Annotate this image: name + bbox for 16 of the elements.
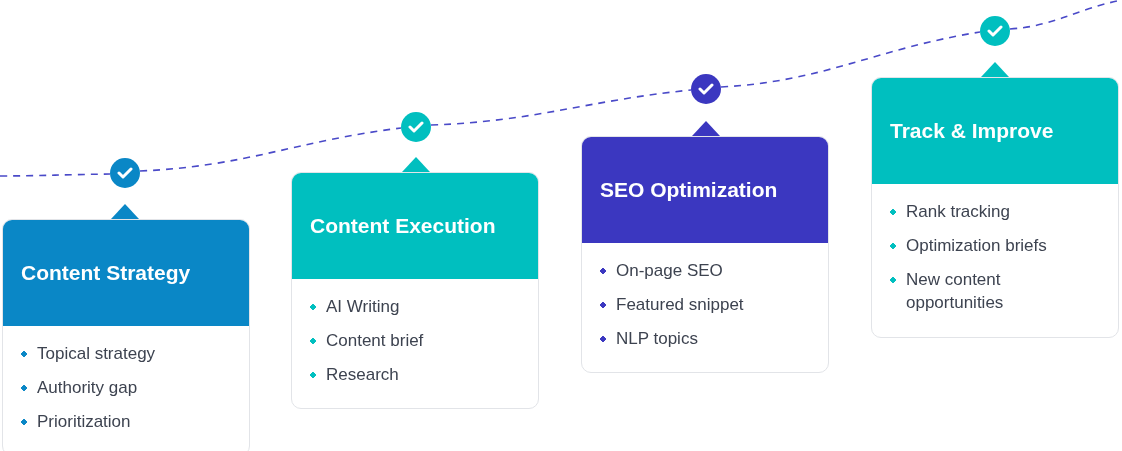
- step-card: [2, 219, 250, 451]
- check-circle: [401, 112, 431, 142]
- step-heading: Content Strategy: [3, 220, 249, 326]
- step-card: [291, 172, 539, 410]
- step-card: [871, 77, 1119, 339]
- check-circle: [691, 74, 721, 104]
- dashed-line: [720, 31, 981, 88]
- check-circle: [980, 16, 1010, 46]
- step-heading: Content Execution: [292, 173, 538, 279]
- step-heading: Track & Improve: [872, 78, 1118, 184]
- dashed-line: [0, 173, 111, 177]
- dashed-line: [430, 89, 692, 126]
- step-card: [581, 136, 829, 374]
- step-heading: SEO Optimization: [582, 137, 828, 243]
- dashed-line: [139, 127, 402, 172]
- check-circle: [110, 158, 140, 188]
